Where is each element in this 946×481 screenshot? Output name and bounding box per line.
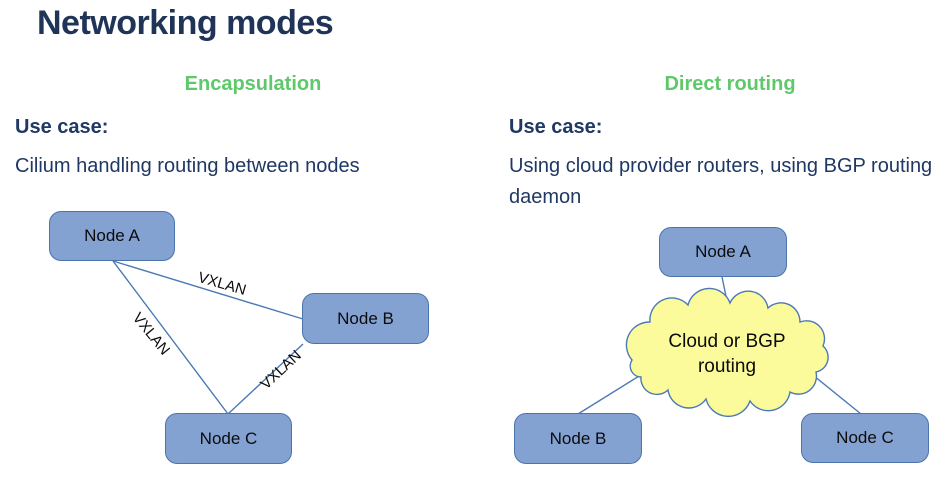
cloud-label: Cloud or BGP routing xyxy=(637,329,817,379)
node-label: Node A xyxy=(84,226,140,245)
cloud-label-line1: Cloud or BGP xyxy=(668,331,786,352)
node-label: Node A xyxy=(695,242,751,261)
cloud-shape xyxy=(625,287,829,418)
use-case-label-left: Use case: xyxy=(15,116,109,138)
use-case-label-right: Use case: xyxy=(509,116,603,138)
node-label: Node C xyxy=(199,428,258,448)
node-box-left-c: Node C xyxy=(165,413,292,464)
node-box-left-a: Node A xyxy=(49,211,175,261)
node-box-left-b: Node B xyxy=(302,293,429,344)
node-label: Node B xyxy=(549,428,607,448)
node-box-right-a: Node A xyxy=(659,227,787,277)
node-box-right-b: Node B xyxy=(514,413,642,464)
edge-left-a-b xyxy=(112,260,304,320)
cloud-label-line2: routing xyxy=(697,356,757,377)
node-label: Node C xyxy=(836,428,894,447)
node-box-right-c: Node C xyxy=(801,413,929,463)
page-title: Networking modes xyxy=(37,4,334,42)
use-case-text-right: Using cloud provider routers, using BGP … xyxy=(509,155,933,208)
edge-left-b-c xyxy=(227,343,304,415)
use-case-text-left: Cilium handling routing between nodes xyxy=(15,155,360,177)
heading-encapsulation: Encapsulation xyxy=(184,73,322,95)
heading-direct-routing: Direct routing xyxy=(664,73,796,95)
node-label: Node B xyxy=(337,308,394,328)
edge-left-a-c xyxy=(112,260,229,415)
